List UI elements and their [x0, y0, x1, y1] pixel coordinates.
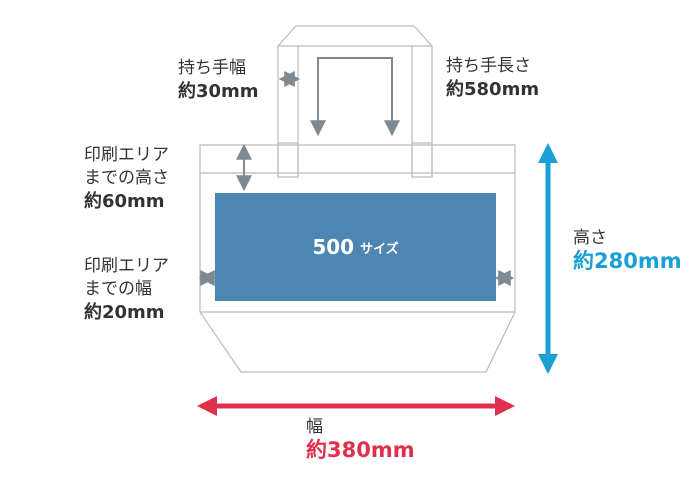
print-side-label: 印刷エリア までの幅 約20mm [84, 255, 169, 324]
bag-body [199, 144, 516, 373]
handle-length-label: 持ち手長さ 約580mm [446, 55, 539, 101]
height-label: 高さ 約280mm [573, 227, 682, 273]
width-value: 約380mm [306, 438, 415, 462]
print-area: 500 サイズ [215, 193, 496, 301]
print-area-size: 500 [312, 235, 355, 259]
handle-width-label: 持ち手幅 約30mm [178, 57, 259, 103]
print-height-label: 印刷エリア までの高さ 約60mm [84, 144, 169, 213]
height-value: 約280mm [573, 249, 682, 273]
handle-length-value: 約580mm [446, 79, 540, 100]
height-caption: 高さ [573, 228, 607, 248]
width-label: 幅 約380mm [306, 416, 415, 462]
print-side-caption-1: 印刷エリア [84, 256, 169, 276]
bag-handles [277, 25, 433, 178]
print-area-suffix: サイズ [360, 241, 399, 257]
print-side-value: 約20mm [84, 302, 165, 323]
handle-length-caption: 持ち手長さ [446, 56, 531, 76]
print-height-value: 約60mm [84, 191, 165, 212]
print-side-caption-2: までの幅 [84, 279, 152, 299]
print-height-caption-1: 印刷エリア [84, 145, 169, 165]
print-height-caption-2: までの高さ [84, 168, 169, 188]
handle-width-value: 約30mm [178, 81, 259, 102]
width-caption: 幅 [306, 417, 323, 437]
handle-width-caption: 持ち手幅 [178, 58, 246, 78]
handle-length-arrow [310, 57, 400, 137]
